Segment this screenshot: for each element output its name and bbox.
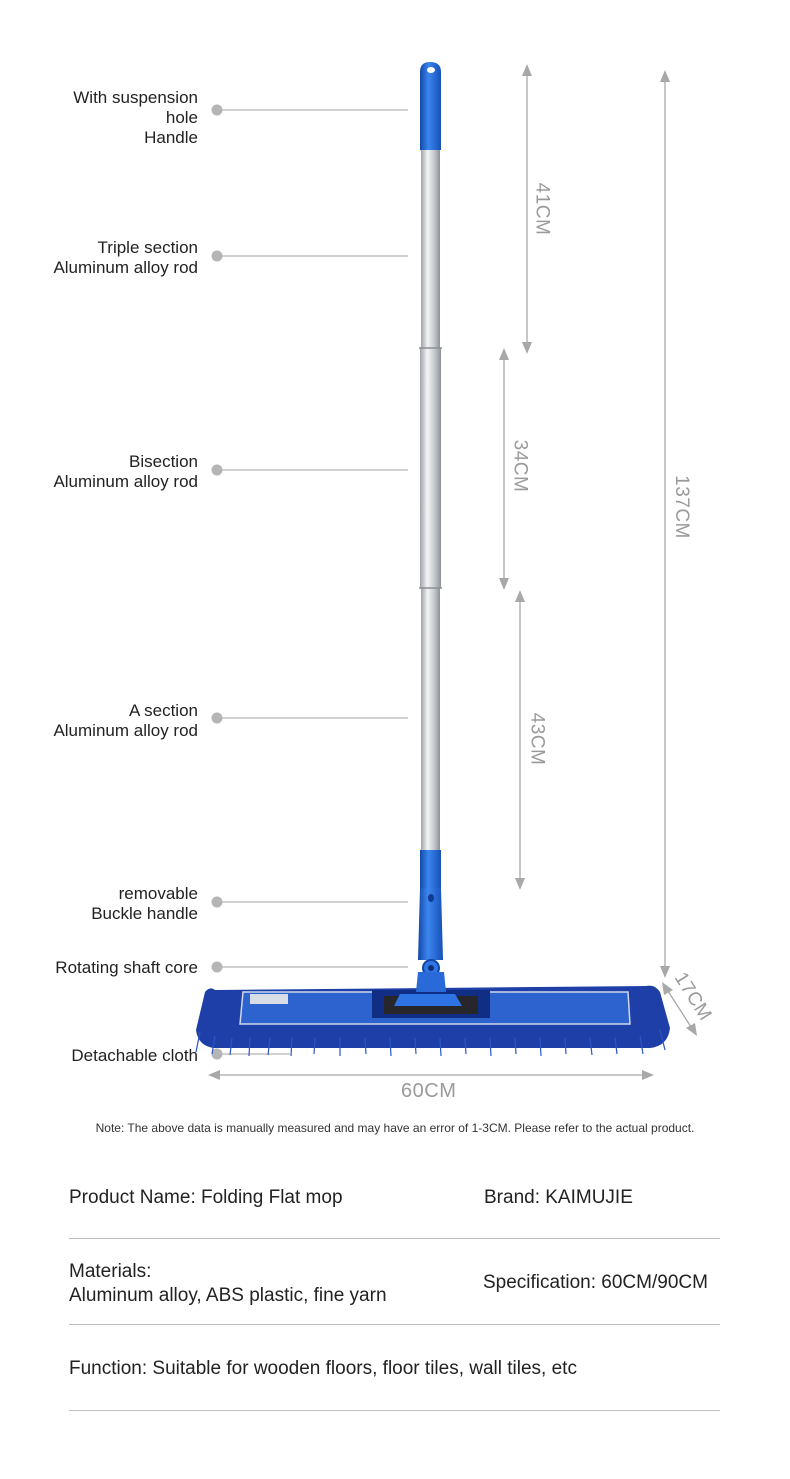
dim-upper: 41CM (531, 182, 553, 236)
label-a-section: A section Aluminum alloy rod (53, 701, 198, 740)
label-bisection: Bisection Aluminum alloy rod (53, 452, 198, 491)
spec-brand: Brand: KAIMUJIE (484, 1187, 633, 1208)
dim-middle: 34CM (509, 439, 531, 493)
dim-lower: 43CM (526, 712, 548, 766)
product-diagram: With suspension hole Handle Triple secti… (53, 62, 716, 1102)
label-handle: With suspension hole Handle (73, 88, 198, 147)
dimension-arrows (208, 64, 697, 1080)
dim-width: 60CM (401, 1080, 457, 1102)
mop-illustration (195, 62, 697, 1080)
label-buckle-handle: removable Buckle handle (91, 884, 198, 923)
spec-function: Function: Suitable for wooden floors, fl… (69, 1358, 577, 1379)
spec-row-3: Function: Suitable for wooden floors, fl… (69, 1324, 720, 1411)
mop-rod (416, 62, 446, 992)
spec-product-name: Product Name: Folding Flat mop (69, 1187, 343, 1208)
leader-lines (211, 104, 408, 1060)
label-cloth: Detachable cloth (71, 1046, 198, 1065)
spec-row-1: Product Name: Folding Flat mop Brand: KA… (69, 1166, 720, 1239)
label-triple-section: Triple section Aluminum alloy rod (53, 238, 198, 277)
mop-pad (195, 985, 670, 1057)
measurement-note: Note: The above data is manually measure… (95, 1121, 695, 1135)
spec-specification: Specification: 60CM/90CM (483, 1272, 708, 1293)
dim-total: 137CM (670, 475, 692, 539)
label-shaft-core: Rotating shaft core (55, 958, 198, 977)
spec-materials: Materials: Aluminum alloy, ABS plastic, … (69, 1261, 387, 1306)
spec-row-2: Materials: Aluminum alloy, ABS plastic, … (69, 1238, 720, 1325)
